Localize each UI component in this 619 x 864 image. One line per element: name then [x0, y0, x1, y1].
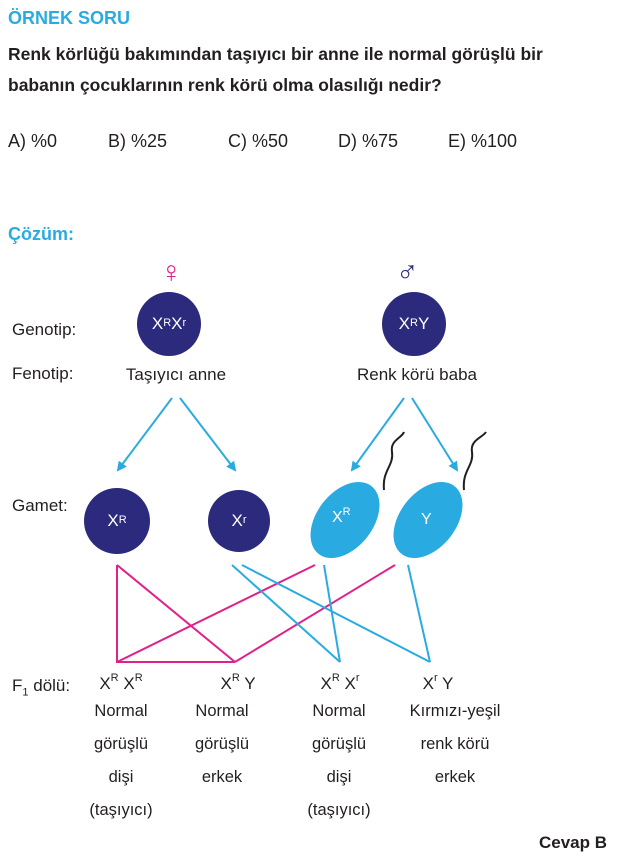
offspring-3-genotype: XR Xr [320, 672, 360, 693]
option-b[interactable]: B) %25 [108, 131, 168, 151]
offspring-2-genotype: XR Y [220, 672, 256, 693]
sperm-head-2 [393, 481, 463, 559]
option-a[interactable]: A) %0 [8, 131, 58, 151]
offspring-2-description: Normal görüşlü erkek [194, 702, 250, 786]
gamete-sperm-2: Y [421, 511, 432, 528]
offspring-3-description: Normal görüşlü dişi (taşıyıcı) [307, 702, 371, 819]
arrow-father-left [350, 397, 405, 472]
father-phenotype: Renk körü baba [356, 365, 478, 384]
sperm-tail-1 [382, 431, 405, 491]
offspring-4-description: Kırmızı-yeşil renk körü erkek [409, 702, 501, 786]
sperm-tail-2 [462, 431, 487, 491]
solution-title: Çözüm: [8, 224, 74, 244]
page-title: ÖRNEK SORU [8, 8, 131, 28]
meiosis-arrows [116, 397, 459, 472]
sperm-head-1 [310, 481, 380, 559]
offspring-1-description: Normal görüşlü dişi (taşıyıcı) [89, 702, 153, 819]
cross-lines-magenta [116, 564, 396, 663]
option-e[interactable]: E) %100 [448, 131, 518, 151]
mother-phenotype: Taşıyıcı anne [125, 365, 227, 384]
option-c[interactable]: C) %50 [228, 131, 289, 151]
arrow-mother-left [116, 397, 173, 472]
arrow-father-right [411, 397, 459, 472]
cross-lines-cyan [231, 564, 431, 663]
f1-label: F1 dölü: [12, 676, 71, 699]
male-symbol-icon: ♂ [396, 256, 419, 289]
question-text: Renk körlüğü bakımından taşıyıcı bir ann… [8, 44, 543, 95]
gamete-label: Gamet: [12, 496, 68, 515]
female-symbol-icon: ♀ [160, 256, 183, 289]
arrow-mother-right [179, 397, 237, 472]
genotype-label: Genotip: [12, 320, 77, 339]
offspring-1-genotype: XR XR [99, 672, 143, 693]
offspring-4-genotype: Xr Y [422, 672, 454, 693]
gamete-sperm-1: XR [332, 505, 351, 526]
option-d[interactable]: D) %75 [338, 131, 399, 151]
answer-label: Cevap B [538, 833, 607, 852]
phenotype-label: Fenotip: [12, 364, 74, 383]
